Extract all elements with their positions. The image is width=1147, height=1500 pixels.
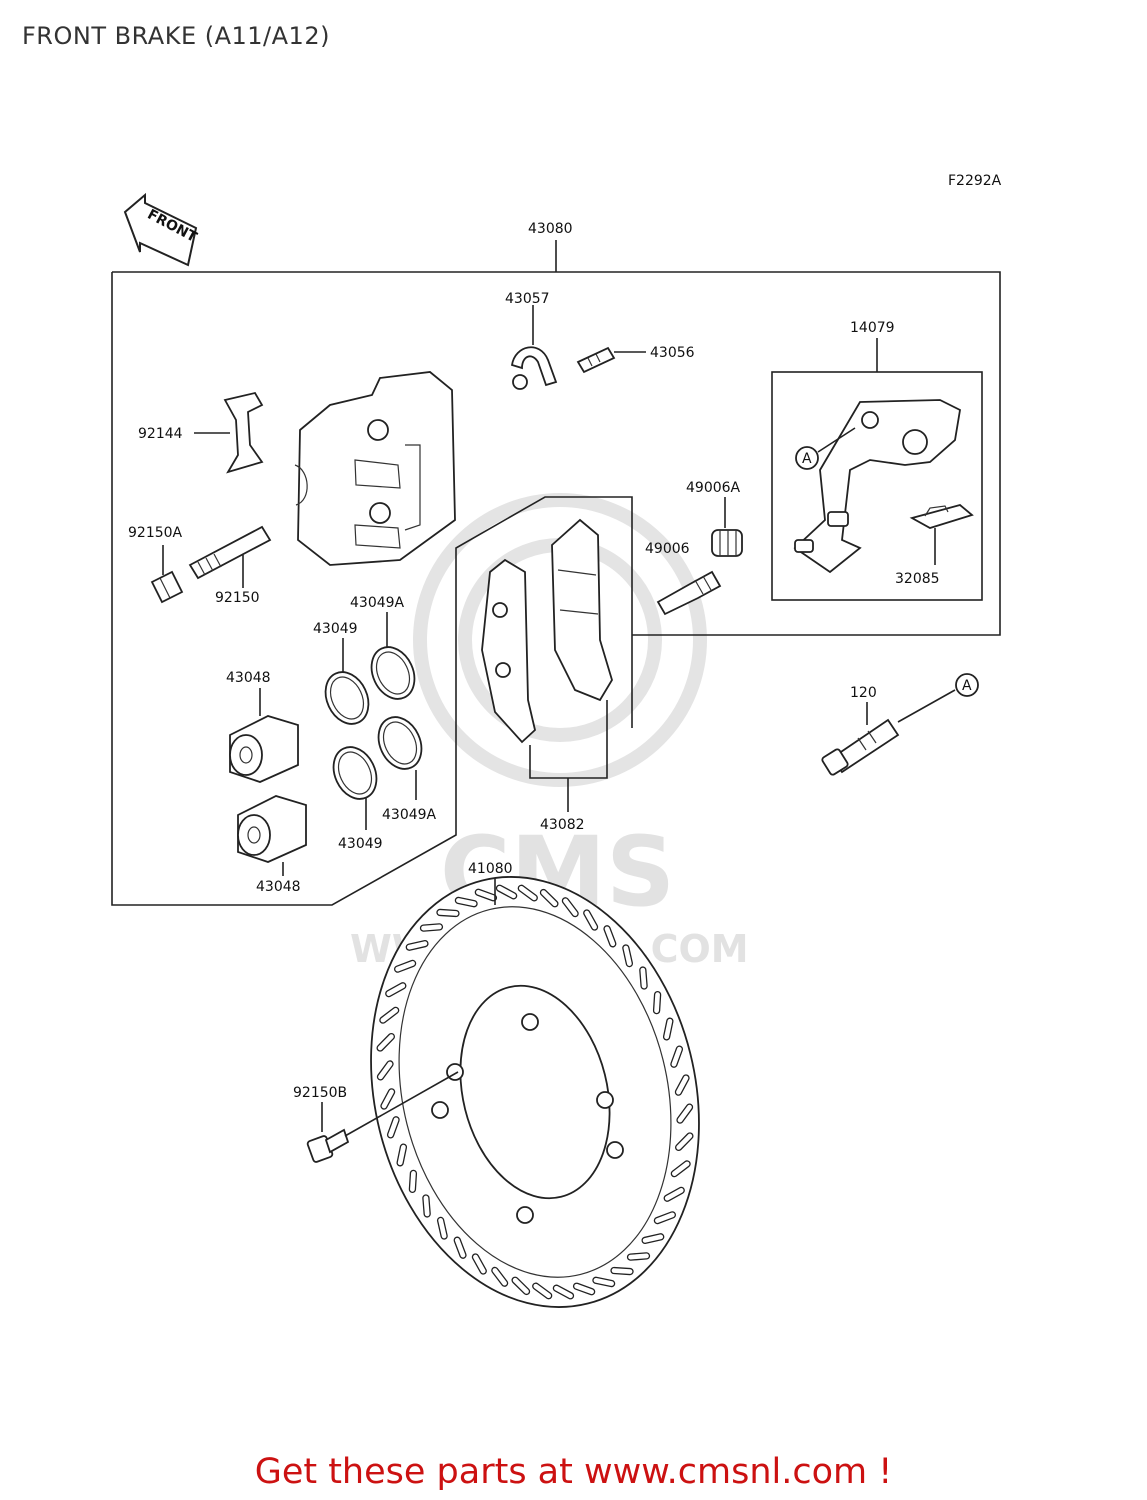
label-32085: 32085 xyxy=(895,571,940,587)
label-43049A-bottom: 43049A xyxy=(382,807,437,823)
part-14079-bracket xyxy=(793,399,961,574)
label-43048-top: 43048 xyxy=(226,670,271,686)
disc-slot xyxy=(652,990,662,1015)
disc-slot xyxy=(583,909,599,931)
disc-slot xyxy=(561,897,579,918)
part-92150B-screw xyxy=(306,1128,350,1163)
label-92144: 92144 xyxy=(138,426,183,442)
disc-slot xyxy=(532,1282,553,1300)
disc-slot xyxy=(670,1160,691,1178)
part-120-bolt xyxy=(821,718,900,776)
part-43048-piston-lower xyxy=(237,795,307,863)
footer-link[interactable]: Get these parts at www.cmsnl.com ! xyxy=(254,1452,893,1492)
part-43048-piston-upper xyxy=(229,715,299,783)
disc-slot xyxy=(592,1276,616,1288)
disc-slot xyxy=(517,884,538,902)
label-43049-bottom: 43049 xyxy=(338,836,383,852)
part-92150-pin xyxy=(188,525,272,580)
label-43048-bottom: 43048 xyxy=(256,879,301,895)
disc-slot xyxy=(471,1253,487,1275)
part-49006A-boot xyxy=(711,529,743,557)
disc-slot xyxy=(405,939,429,951)
figure-code: F2292A xyxy=(948,173,1002,189)
part-32085-pad-spring xyxy=(909,504,974,529)
disc-slot xyxy=(552,1284,575,1300)
ref-a-label-2: A xyxy=(962,678,972,694)
ref-a-label-1: A xyxy=(802,451,812,467)
ref-a-circle-2 xyxy=(955,673,979,697)
label-43056: 43056 xyxy=(650,345,695,361)
disc-slot xyxy=(491,1266,509,1287)
disc-slot xyxy=(376,1060,394,1081)
disc-slot xyxy=(393,959,417,973)
disc-slot xyxy=(626,1252,651,1261)
ref-a-circle-1 xyxy=(795,446,819,470)
disc-slot xyxy=(653,1211,677,1225)
disc-slot xyxy=(670,1045,684,1068)
page-title: FRONT BRAKE (A11/A12) xyxy=(22,22,330,50)
assembly-43080-outline xyxy=(111,271,1001,906)
disc-slot xyxy=(674,1074,690,1096)
part-43057-clip xyxy=(510,346,558,390)
disc-slot xyxy=(396,1143,408,1167)
part-43049-seals xyxy=(324,646,423,800)
disc-slot xyxy=(422,1194,431,1218)
part-92150A-plug xyxy=(150,570,184,604)
label-92150A: 92150A xyxy=(128,525,183,541)
disc-slot xyxy=(376,1032,395,1052)
caliper-body xyxy=(294,371,456,566)
disc-slot xyxy=(572,1282,596,1296)
part-41080-brake-disc xyxy=(370,876,700,1308)
disc-slot xyxy=(639,966,648,990)
label-49006: 49006 xyxy=(645,541,690,557)
disc-slot xyxy=(495,884,518,900)
disc-slot xyxy=(385,982,407,998)
exploded-parts-diagram: CMS WWW.CMSNL.COM F2292A FRONT xyxy=(111,173,1002,1308)
label-43049A-top: 43049A xyxy=(350,595,405,611)
disc-slot xyxy=(454,896,478,908)
disc-slot xyxy=(386,1116,400,1139)
label-41080: 41080 xyxy=(468,861,513,877)
label-92150: 92150 xyxy=(215,590,260,606)
disc-slot xyxy=(436,1216,448,1240)
disc-slot xyxy=(663,1186,685,1202)
disc-slot xyxy=(419,923,444,932)
disc-slot xyxy=(641,1233,665,1245)
disc-slot xyxy=(511,1276,531,1296)
label-43049-top: 43049 xyxy=(313,621,358,637)
label-43080: 43080 xyxy=(528,221,573,237)
disc-slot xyxy=(662,1017,674,1041)
label-14079: 14079 xyxy=(850,320,895,336)
part-92144-spring xyxy=(223,391,264,474)
disc-slot xyxy=(539,888,559,908)
disc-slot xyxy=(610,1266,634,1276)
disc-slot xyxy=(436,908,460,918)
part-49006-pin xyxy=(656,570,722,616)
label-92150B: 92150B xyxy=(293,1085,347,1101)
disc-slot xyxy=(380,1088,396,1110)
disc-slot xyxy=(474,888,498,902)
disc-slot xyxy=(675,1132,694,1152)
disc-slot xyxy=(379,1006,400,1024)
label-49006A: 49006A xyxy=(686,480,741,496)
part-43056-bleeder xyxy=(576,346,616,374)
front-arrow-icon: FRONT xyxy=(123,192,200,267)
label-120: 120 xyxy=(850,685,877,701)
disc-slot xyxy=(453,1236,467,1259)
disc-slot xyxy=(408,1169,418,1194)
part-43082-brake-pads xyxy=(481,518,613,744)
label-43082: 43082 xyxy=(540,817,585,833)
disc-slots xyxy=(376,884,694,1300)
label-43057: 43057 xyxy=(505,291,550,307)
disc-slot xyxy=(622,944,634,968)
disc-slot xyxy=(603,925,617,948)
disc-slot xyxy=(676,1103,694,1124)
